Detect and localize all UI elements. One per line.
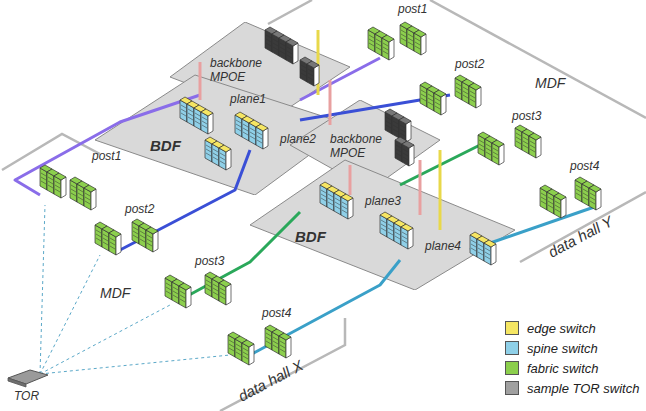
- platform-label: backbone MPOE: [210, 57, 270, 85]
- plane-label: plane4: [425, 240, 461, 254]
- area-label: MDF: [535, 75, 565, 91]
- legend-swatch: [505, 381, 519, 395]
- legend-text: spine switch: [527, 341, 598, 356]
- cable-run: [400, 140, 490, 185]
- switch-rack: [54, 173, 66, 198]
- switch-rack: [402, 141, 414, 166]
- area-label: post3: [195, 255, 224, 269]
- legend-row: spine switch: [505, 338, 639, 358]
- switch-rack: [469, 83, 481, 108]
- legend-swatch: [505, 361, 519, 375]
- cable-run: [199, 62, 202, 100]
- area-label: data hall X: [235, 356, 306, 405]
- switch-rack: [242, 340, 254, 365]
- switch-rack: [589, 185, 601, 210]
- switch-rack: [341, 194, 353, 219]
- cable-run: [250, 260, 400, 355]
- cable-run: [349, 165, 352, 195]
- switch-rack: [201, 109, 213, 134]
- switch-rack: [529, 133, 541, 158]
- tor-switch-side: [8, 378, 26, 387]
- area-label: post4: [262, 307, 291, 321]
- legend: edge switch spine switch fabric switch samp…: [505, 318, 639, 398]
- cable-run: [317, 30, 320, 95]
- tor-link: [40, 255, 100, 374]
- legend-swatch: [505, 321, 519, 335]
- switch-rack: [84, 185, 96, 210]
- area-label: post3: [512, 110, 541, 124]
- platform-label: backbone MPOE: [330, 133, 390, 161]
- platform-label: BDF: [150, 137, 181, 154]
- area-label: post2: [125, 203, 154, 217]
- switch-rack: [554, 193, 566, 218]
- legend-row: fabric switch: [505, 358, 639, 378]
- plane-label: plane2: [280, 133, 316, 147]
- hall-outline: [2, 134, 100, 170]
- tor-link: [40, 205, 45, 374]
- area-label: post4: [570, 160, 599, 174]
- cable-run: [180, 212, 300, 300]
- hall-outline: [268, 0, 312, 24]
- switch-rack: [146, 227, 158, 252]
- cable-run: [300, 58, 380, 100]
- area-label: post1: [92, 150, 121, 164]
- switch-rack: [219, 145, 231, 170]
- switch-rack: [484, 240, 496, 265]
- tor-link: [40, 355, 230, 374]
- legend-text: sample TOR switch: [527, 381, 639, 396]
- hall-outline: [220, 318, 345, 411]
- switch-rack: [414, 30, 426, 55]
- switch-rack: [492, 140, 504, 165]
- switch-rack: [179, 283, 191, 308]
- area-label: post2: [455, 58, 484, 72]
- switch-rack: [286, 39, 298, 64]
- switch-rack: [109, 230, 121, 255]
- platform-floor: [250, 160, 515, 290]
- legend-text: edge switch: [527, 321, 596, 336]
- switch-rack: [382, 35, 394, 60]
- area-label: TOR: [14, 390, 39, 404]
- tor-link: [40, 305, 170, 374]
- cable-run: [120, 150, 250, 250]
- legend-swatch: [505, 341, 519, 355]
- area-label: post1: [398, 3, 427, 17]
- switch-rack: [279, 333, 291, 358]
- switch-rack: [307, 61, 319, 86]
- switch-rack: [219, 280, 231, 305]
- cable-run: [15, 95, 200, 195]
- switch-rack: [256, 124, 268, 149]
- cable-run: [419, 160, 422, 215]
- legend-text: fabric switch: [527, 361, 599, 376]
- legend-row: edge switch: [505, 318, 639, 338]
- legend-row: sample TOR switch: [505, 378, 639, 398]
- area-label: MDF: [100, 285, 130, 301]
- plane-label: plane1: [230, 93, 266, 107]
- switch-rack: [401, 224, 413, 249]
- platform-label: BDF: [295, 228, 326, 245]
- plane-label: plane3: [365, 195, 401, 209]
- cable-run: [439, 150, 442, 230]
- hall-outline: [430, 0, 646, 118]
- cable-run: [329, 80, 332, 125]
- switch-rack: [434, 90, 446, 115]
